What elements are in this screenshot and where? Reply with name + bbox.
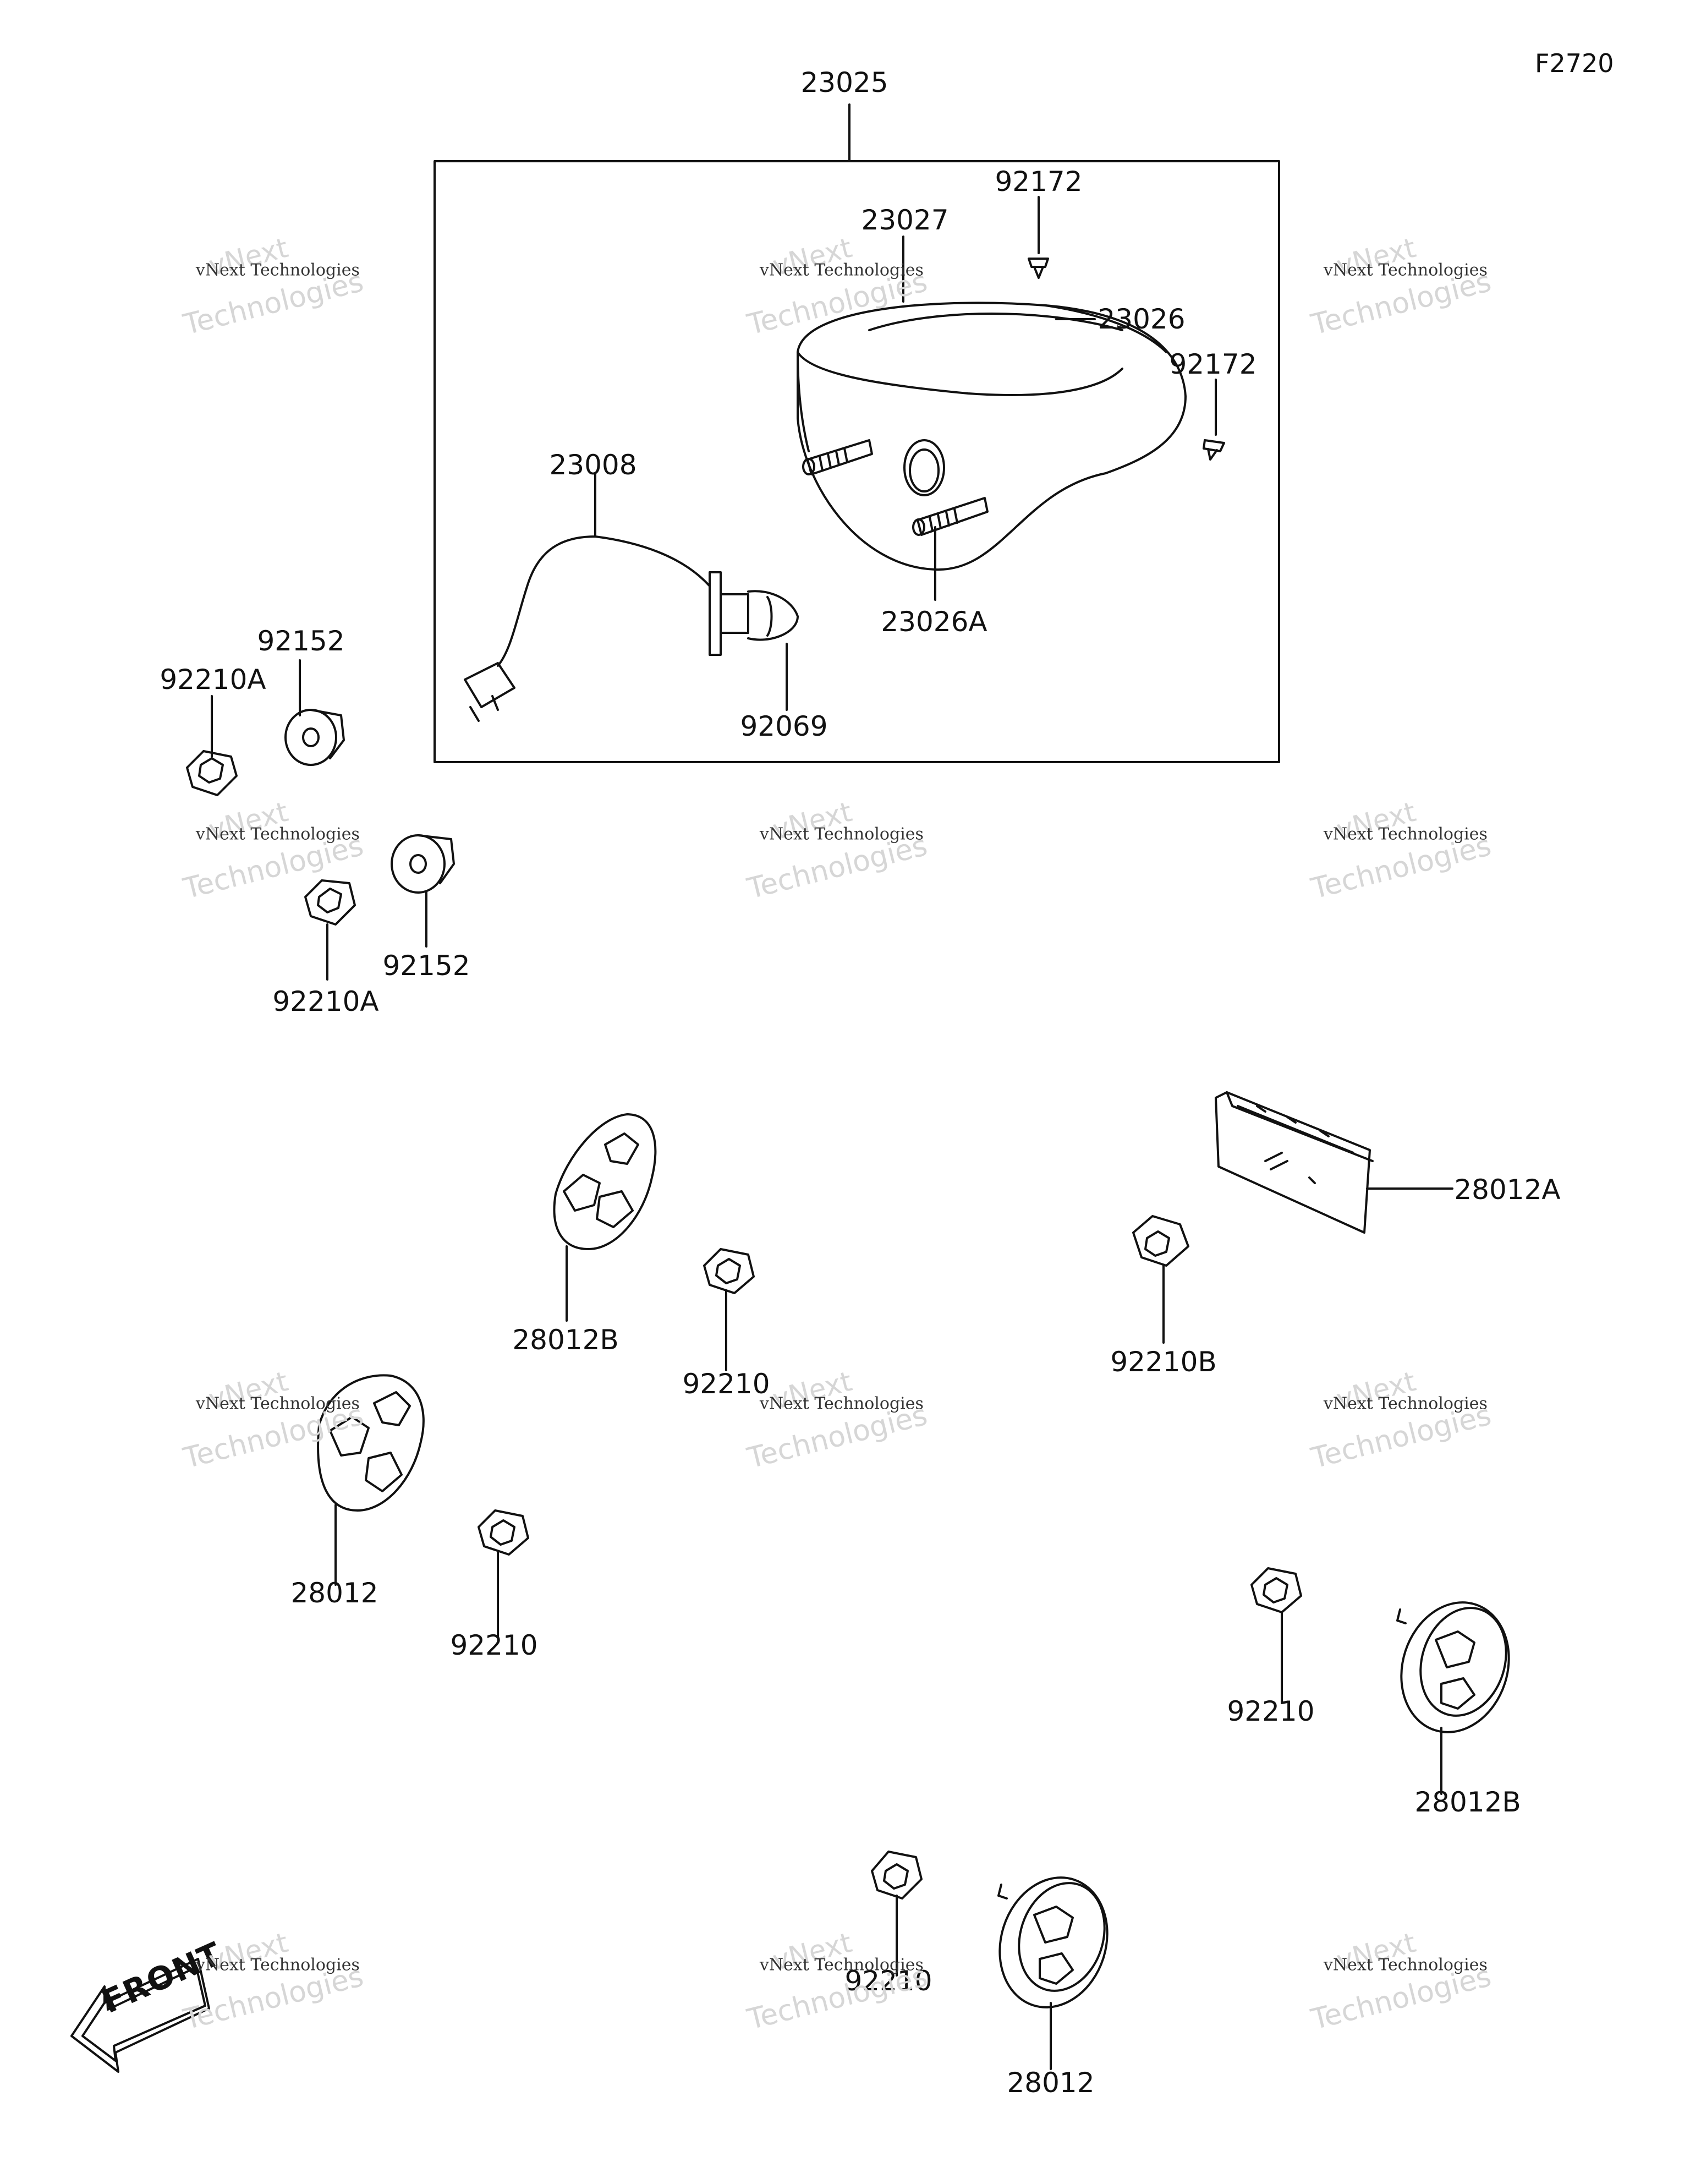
label-92210B: 92210B <box>1110 1346 1217 1378</box>
label-28012A: 28012A <box>1454 1174 1561 1206</box>
nut-1 <box>186 750 238 796</box>
reflector-plate <box>1215 1091 1374 1234</box>
label-92172-right: 92172 <box>1169 348 1257 380</box>
damper-1 <box>284 709 345 766</box>
label-92172-top: 92172 <box>995 166 1083 198</box>
label-92210-5: 92210 <box>1227 1695 1315 1727</box>
label-92210-3: 92210 <box>682 1368 770 1400</box>
nut-2 <box>304 879 356 926</box>
label-23027: 23027 <box>861 204 949 236</box>
label-23026: 23026 <box>1098 303 1186 335</box>
label-28012-2: 28012 <box>1007 2067 1095 2099</box>
label-92069: 92069 <box>740 710 828 742</box>
label-23008: 23008 <box>549 449 637 481</box>
nut-b <box>1132 1215 1189 1267</box>
wiring-harness <box>464 483 799 722</box>
label-28012-1: 28012 <box>290 1577 378 1609</box>
label-28012B-1: 28012B <box>512 1324 619 1356</box>
reflector-1 <box>317 1374 425 1512</box>
reflector-b2 <box>1396 1601 1510 1733</box>
nut-6 <box>871 1851 923 1900</box>
label-23025: 23025 <box>800 67 888 98</box>
reflector-2 <box>997 1876 1109 2008</box>
nut-3 <box>703 1248 755 1294</box>
reflector-b1 <box>553 1113 657 1250</box>
screw-right <box>1203 439 1225 461</box>
label-28012B-2: 28012B <box>1414 1786 1521 1818</box>
label-92210-4: 92210 <box>450 1629 538 1661</box>
label-92210-6: 92210 <box>844 1965 932 1997</box>
label-92210A-1: 92210A <box>160 664 266 696</box>
label-92210A-2: 92210A <box>272 986 379 1017</box>
assembly-box <box>434 160 1280 763</box>
front-arrow <box>70 1958 210 2073</box>
nut-5 <box>1250 1567 1302 1613</box>
label-92152-1: 92152 <box>257 625 345 657</box>
nut-4 <box>478 1509 529 1556</box>
screw-top <box>1028 258 1049 279</box>
label-92152-2: 92152 <box>382 950 470 982</box>
figure-code: F2720 <box>1535 48 1614 78</box>
damper-2 <box>391 834 455 894</box>
tail-light-housing <box>797 302 1187 571</box>
label-23026A: 23026A <box>881 606 987 638</box>
